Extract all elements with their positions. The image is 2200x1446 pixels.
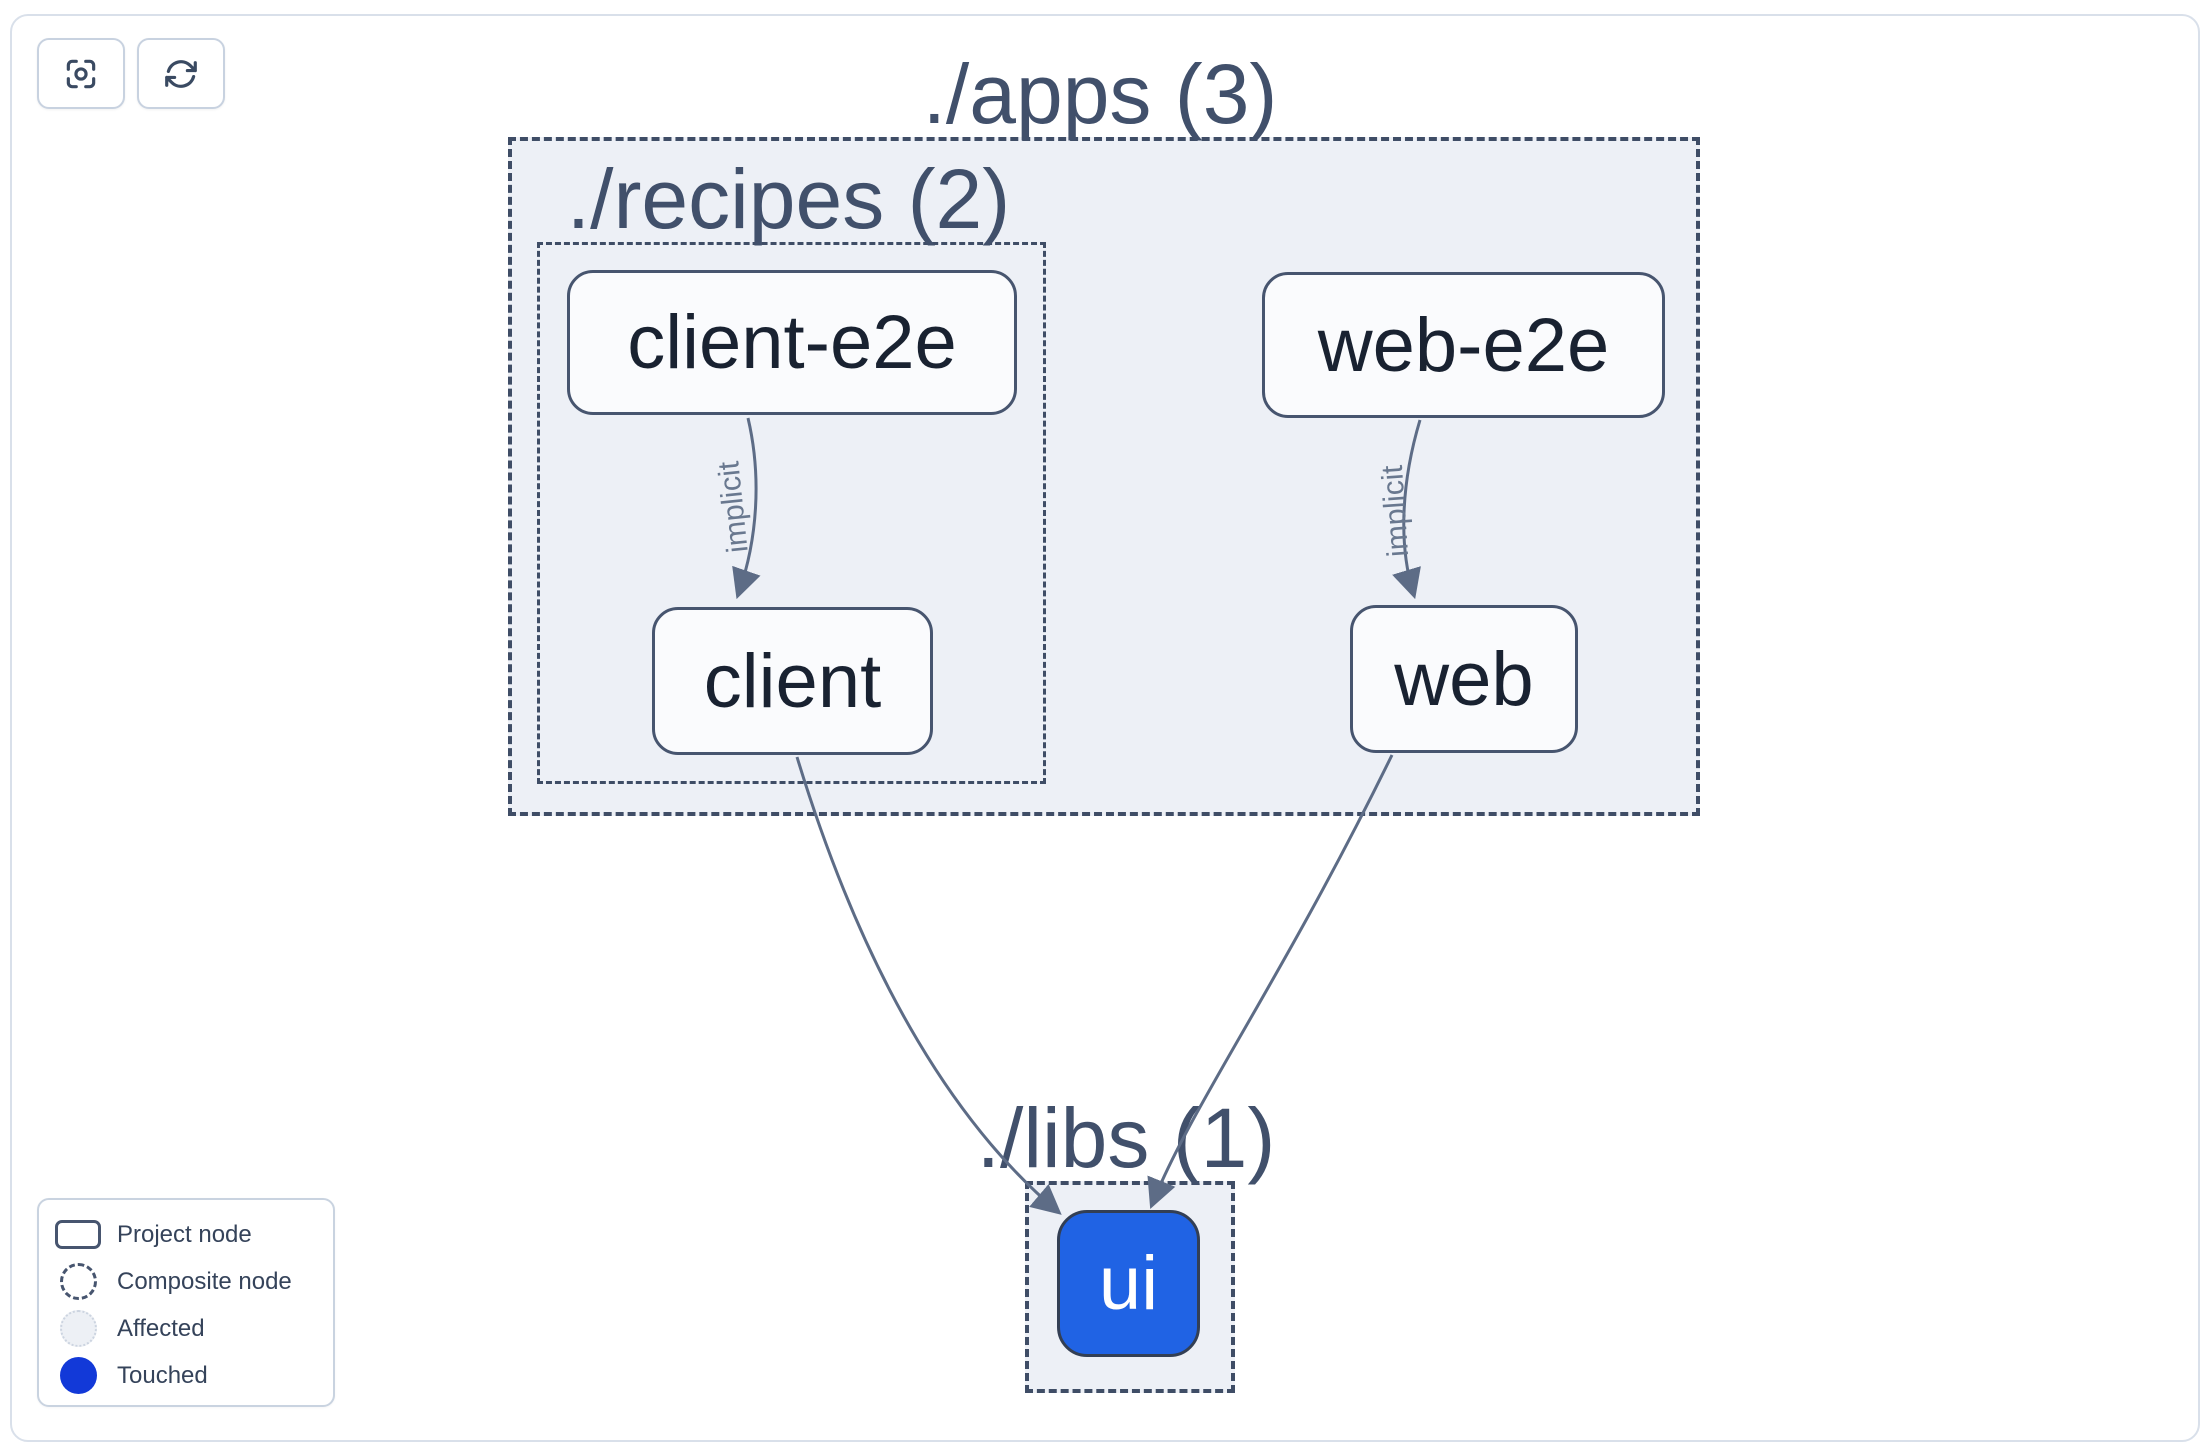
focus-button[interactable] — [37, 38, 125, 109]
legend-label: Composite node — [117, 1267, 292, 1295]
node-client-e2e[interactable]: client-e2e — [567, 270, 1017, 415]
legend-item-composite-node: Composite node — [39, 1258, 333, 1305]
group-label-libs: ./libs (1) — [976, 1091, 1276, 1185]
touched-swatch — [59, 1357, 97, 1394]
composite-node-swatch — [59, 1263, 97, 1300]
node-client[interactable]: client — [652, 607, 933, 755]
node-label: ui — [1098, 1241, 1159, 1326]
node-label: client — [703, 638, 882, 724]
legend-item-affected: Affected — [39, 1305, 333, 1352]
legend-label: Touched — [117, 1361, 208, 1389]
focus-icon — [66, 59, 96, 88]
project-node-swatch — [55, 1220, 101, 1249]
node-label: client-e2e — [627, 300, 957, 385]
node-label: web — [1394, 636, 1534, 722]
affected-swatch — [59, 1310, 97, 1347]
group-label-apps: ./apps (3) — [922, 47, 1278, 141]
refresh-icon — [165, 59, 197, 88]
legend: Project node Composite node Affected Tou… — [37, 1198, 335, 1407]
legend-label: Project node — [117, 1220, 252, 1248]
group-label-recipes: ./recipes (2) — [566, 152, 1011, 246]
legend-item-touched: Touched — [39, 1352, 333, 1399]
edge-label-implicit: implicit — [1375, 464, 1416, 558]
node-label: web-e2e — [1317, 302, 1610, 388]
refresh-button[interactable] — [137, 38, 225, 109]
legend-item-project-node: Project node — [39, 1211, 333, 1258]
node-web-e2e[interactable]: web-e2e — [1262, 272, 1665, 418]
legend-label: Affected — [117, 1314, 205, 1342]
node-web[interactable]: web — [1350, 605, 1578, 753]
node-ui-touched[interactable]: ui — [1057, 1210, 1200, 1357]
